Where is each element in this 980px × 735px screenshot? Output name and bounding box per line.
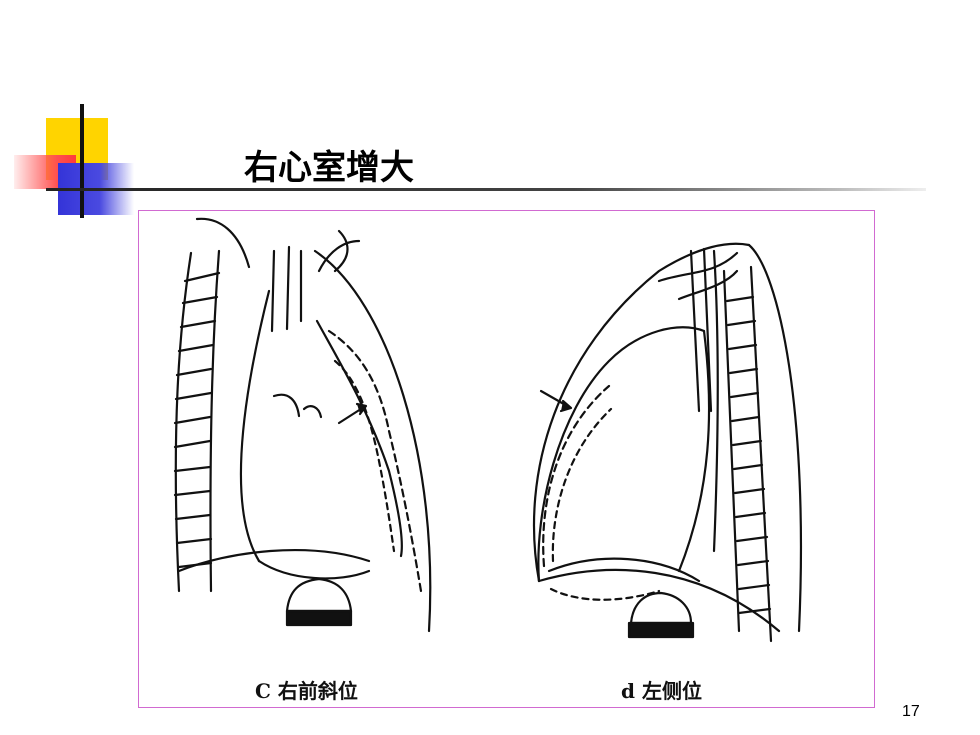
slide-title: 右心室增大 — [244, 148, 414, 188]
title-underline — [46, 188, 926, 191]
heart-xray-diagram — [173, 217, 803, 643]
decor-vertical-line — [80, 104, 84, 218]
panel-c-caption: C 右前斜位 — [255, 679, 358, 703]
diagram-figure: C 右前斜位 d 左侧位 — [138, 210, 875, 708]
panel-d-caption: d 左侧位 — [621, 679, 702, 703]
panel-c-drawing — [173, 217, 432, 633]
panel-d-drawing — [532, 242, 803, 643]
page-number: 17 — [902, 703, 920, 720]
